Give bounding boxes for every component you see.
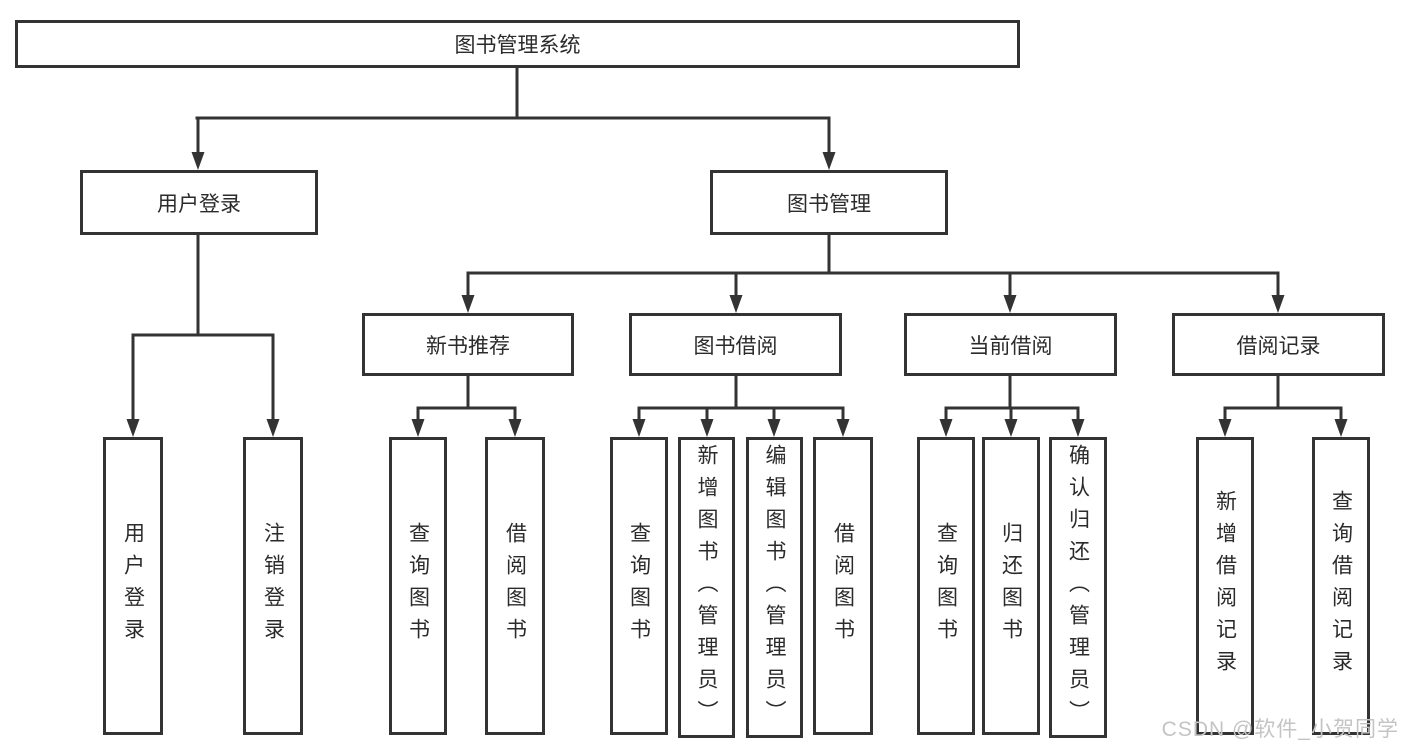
connector-book-borrow-to-leaves <box>632 376 850 437</box>
leaf-logout-label: 注销登录 <box>261 522 285 650</box>
leaf-record-add-record-label: 新增借阅记录 <box>1213 490 1237 682</box>
connector-root-to-level2 <box>191 68 836 170</box>
leaf-newbook-borrow-book-label: 借阅图书 <box>503 522 527 650</box>
leaf-current-confirm-return: 确认归还（管理员） <box>1049 437 1107 738</box>
leaf-user-login: 用户登录 <box>103 437 163 735</box>
leaf-logout: 注销登录 <box>243 437 303 735</box>
leaf-record-query-record-label: 查询借阅记录 <box>1329 490 1353 682</box>
node-user-login-label: 用户登录 <box>157 192 241 216</box>
leaf-borrow-add-book-label: 新增图书（管理员） <box>695 443 718 732</box>
node-new-book-recommend: 新书推荐 <box>362 313 574 376</box>
connector-new-book-to-leaves <box>411 376 522 437</box>
leaf-current-return-book: 归还图书 <box>982 437 1040 735</box>
leaf-borrow-edit-book-label: 编辑图书（管理员） <box>763 443 786 732</box>
leaf-borrow-borrow-book: 借阅图书 <box>813 437 873 735</box>
connector-user-login-to-leaves <box>126 235 280 437</box>
leaf-record-add-record: 新增借阅记录 <box>1196 437 1254 735</box>
node-book-management-label: 图书管理 <box>787 192 871 216</box>
leaf-borrow-edit-book: 编辑图书（管理员） <box>746 437 803 738</box>
leaf-current-query-book-label: 查询图书 <box>934 522 958 650</box>
leaf-borrow-query-book: 查询图书 <box>610 437 668 735</box>
leaf-current-query-book: 查询图书 <box>917 437 975 735</box>
node-borrow-record-label: 借阅记录 <box>1236 334 1321 358</box>
node-book-management: 图书管理 <box>710 170 948 235</box>
leaf-newbook-query-book: 查询图书 <box>389 437 447 735</box>
leaf-newbook-borrow-book: 借阅图书 <box>485 437 545 735</box>
node-root: 图书管理系统 <box>15 20 1020 68</box>
leaf-newbook-query-book-label: 查询图书 <box>406 522 430 650</box>
node-current-borrow: 当前借阅 <box>904 313 1117 376</box>
node-current-borrow-label: 当前借阅 <box>968 334 1053 358</box>
connector-current-borrow-to-leaves <box>939 376 1085 437</box>
leaf-borrow-query-book-label: 查询图书 <box>627 522 651 650</box>
node-root-label: 图书管理系统 <box>454 34 581 57</box>
leaf-current-confirm-return-label: 确认归还（管理员） <box>1066 443 1090 732</box>
leaf-user-login-label: 用户登录 <box>121 522 145 650</box>
node-book-borrow: 图书借阅 <box>629 313 842 376</box>
node-new-book-recommend-label: 新书推荐 <box>426 334 510 358</box>
node-borrow-record: 借阅记录 <box>1172 313 1385 376</box>
leaf-borrow-borrow-book-label: 借阅图书 <box>831 522 855 650</box>
connector-book-management-to-level3 <box>461 235 1285 313</box>
leaf-borrow-add-book: 新增图书（管理员） <box>678 437 735 738</box>
connector-borrow-record-to-leaves <box>1218 376 1348 437</box>
node-book-borrow-label: 图书借阅 <box>693 334 778 358</box>
node-user-login: 用户登录 <box>80 170 318 235</box>
leaf-current-return-book-label: 归还图书 <box>999 522 1023 650</box>
leaf-record-query-record: 查询借阅记录 <box>1312 437 1370 735</box>
